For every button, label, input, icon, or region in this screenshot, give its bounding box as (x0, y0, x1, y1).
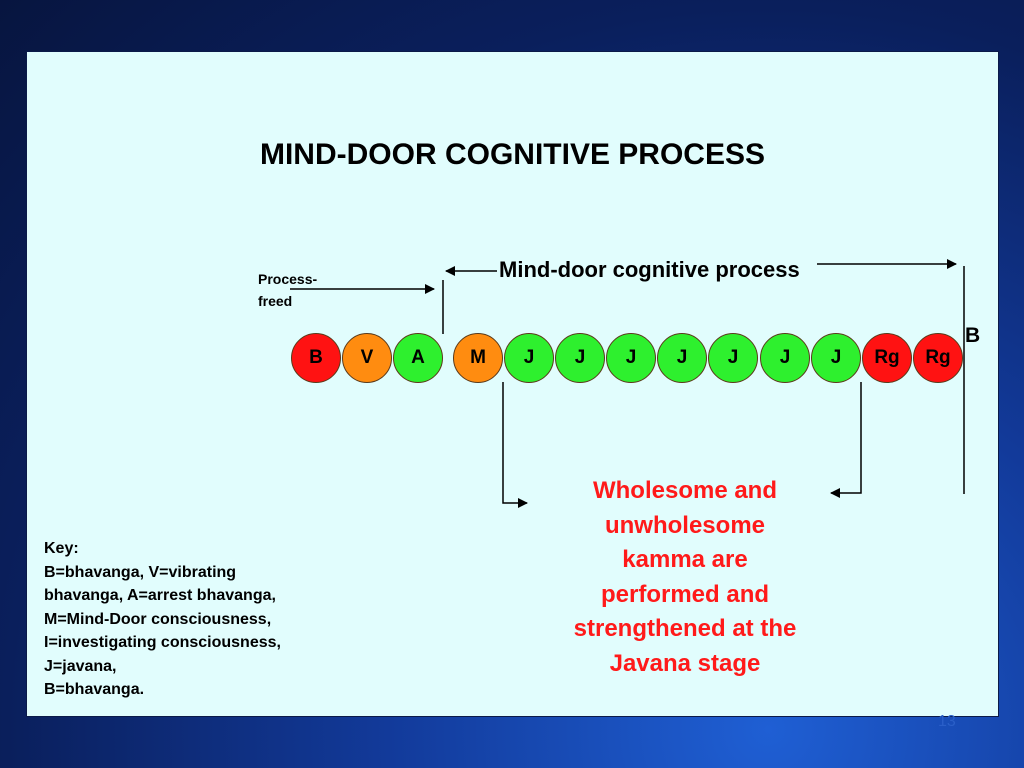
citta-circle: V (342, 333, 392, 383)
note-line: Wholesome and (592, 477, 778, 504)
citta-circle: Rg (862, 333, 912, 383)
note-line: performed and (600, 580, 770, 608)
process-freed-label-line2: freed (258, 293, 293, 309)
note-line: strengthened at the (573, 615, 797, 642)
mind-door-process-label: Mind-door cognitive process (499, 257, 800, 282)
process-freed-label-line1: Process- (258, 271, 318, 287)
note-line: kamma are (622, 546, 748, 573)
slide: MIND-DOOR COGNITIVE PROCESS Process- fre… (27, 52, 998, 716)
citta-circle: M (453, 333, 503, 383)
citta-circle: J (504, 333, 554, 383)
citta-circle: A (393, 333, 443, 383)
citta-circle: J (555, 333, 605, 383)
note-line: Javana stage (609, 649, 761, 677)
note-line: unwholesome (604, 511, 766, 539)
key-line: Key: (44, 540, 79, 557)
end-bhavanga-label: B (965, 324, 981, 347)
citta-circle: J (708, 333, 758, 383)
citta-circle: J (657, 333, 707, 383)
slide-title: MIND-DOOR COGNITIVE PROCESS (259, 138, 766, 171)
javana-end-arrow (830, 382, 862, 498)
key-line: B=bhavanga. (44, 681, 145, 698)
key-line: M=Mind-Door consciousness, (44, 610, 272, 628)
citta-circle: J (606, 333, 656, 383)
page-number: 13 (938, 713, 956, 730)
key-legend: Key: B=bhavanga, V=vibrating bhavanga, A… (44, 537, 281, 702)
citta-circle: J (811, 333, 861, 383)
javana-start-arrow (502, 382, 528, 508)
javana-note: Wholesome and unwholesome kamma are perf… (535, 474, 835, 681)
citta-circle: B (291, 333, 341, 383)
citta-circle: J (760, 333, 810, 383)
key-line: I=investigating consciousness, (44, 634, 281, 651)
arrow-lines (290, 259, 965, 508)
key-line: bhavanga, A=arrest bhavanga, (44, 587, 276, 604)
citta-circle: Rg (913, 333, 963, 383)
key-line: J=javana, (44, 657, 117, 675)
key-line: B=bhavanga, V=vibrating (44, 563, 237, 581)
